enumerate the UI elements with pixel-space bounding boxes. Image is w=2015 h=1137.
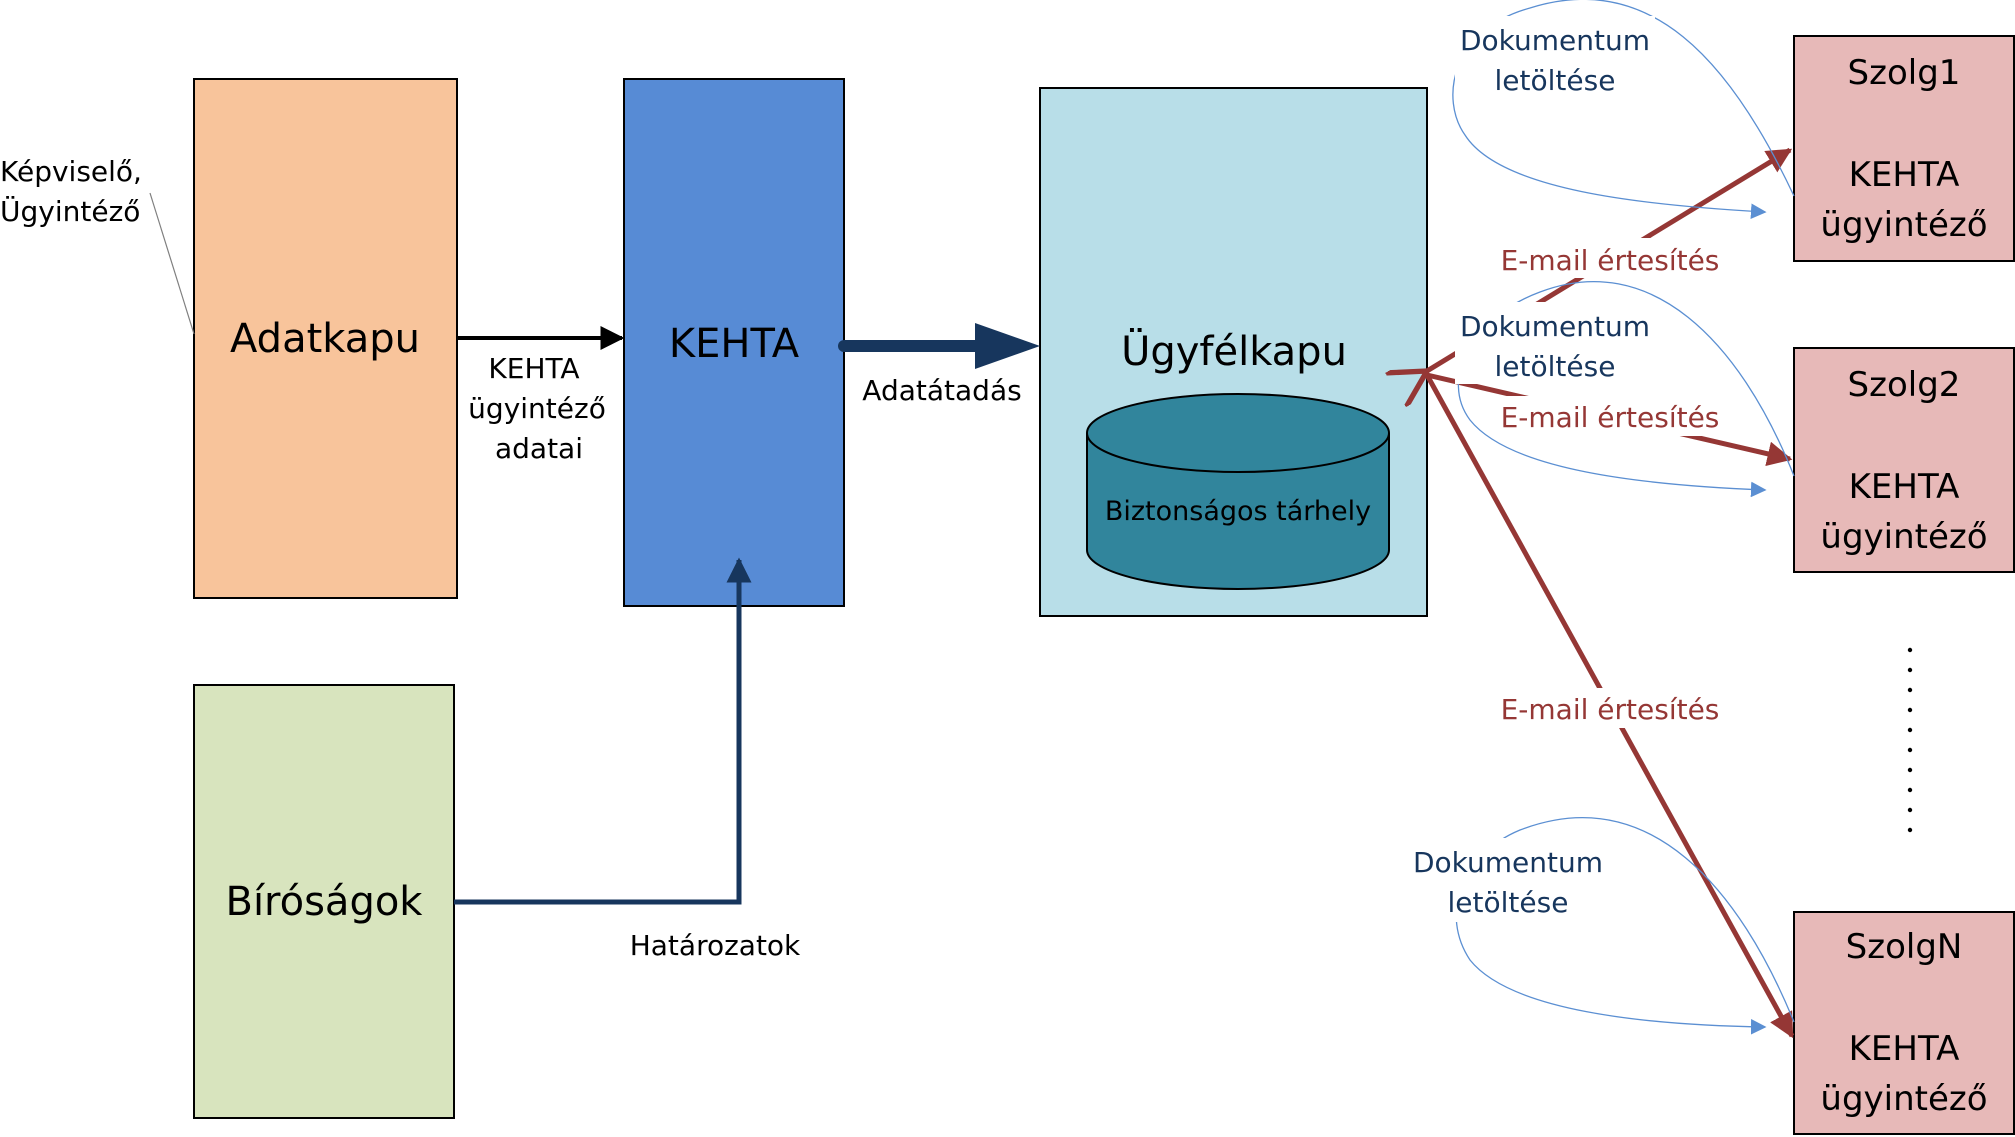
service-role: KEHTA [1849, 155, 1960, 195]
email-label: E-mail értesítés [1501, 401, 1720, 434]
download-label-2: Dokumentum letöltése [1455, 302, 1655, 384]
more-services-ellipsis [1907, 647, 1913, 833]
download-label-n: Dokumentum letöltése [1410, 838, 1610, 922]
email-label: E-mail értesítés [1501, 244, 1720, 277]
service-box-n: SzolgN KEHTA ügyintéző [1793, 911, 2015, 1135]
download-label-line: letöltése [1495, 350, 1616, 383]
service-role: ügyintéző [1820, 1079, 1987, 1119]
representative-annotation: Képviselő, Ügyintéző [0, 155, 195, 335]
birosagok-box: Bíróságok [193, 684, 455, 1119]
email-label-1: E-mail értesítés [1498, 238, 1722, 278]
service-role: ügyintéző [1820, 205, 1987, 245]
download-label-1: Dokumentum letöltése [1455, 16, 1655, 100]
secure-storage-label: Biztonságos tárhely [1105, 496, 1371, 527]
service-role: KEHTA [1849, 467, 1960, 507]
download-label-line: Dokumentum [1460, 24, 1650, 57]
secure-storage-cylinder: Biztonságos tárhely [1086, 393, 1390, 590]
adatatadas-label: Adatátadás [862, 374, 1021, 407]
ugyfelkapu-box: Ügyfélkapu Biztonságos tárhely [1039, 87, 1428, 617]
annotation-callout-line [149, 192, 195, 335]
adatkapu-box: Adatkapu [193, 78, 458, 599]
edge-label-line: KEHTA [488, 352, 579, 385]
service-name: SzolgN [1846, 927, 1963, 967]
annotation-line: Ügyintéző [0, 194, 140, 228]
kehta-to-ugyfelkapu-arrow [838, 323, 1040, 369]
edge-label-line: ügyintéző [468, 392, 606, 425]
service-role: ügyintéző [1820, 517, 1987, 557]
email-label: E-mail értesítés [1501, 693, 1720, 726]
kehta-label: KEHTA [669, 321, 800, 367]
kehta-data-label: KEHTA ügyintéző adatai [468, 352, 606, 465]
service-box-1: Szolg1 KEHTA ügyintéző [1793, 35, 2015, 262]
kehta-box: KEHTA [623, 78, 845, 607]
download-label-line: Dokumentum [1413, 846, 1603, 879]
download-label-line: letöltése [1448, 886, 1569, 919]
email-label-2: E-mail értesítés [1498, 396, 1722, 436]
birosagok-label: Bíróságok [226, 879, 424, 925]
edge-label-line: adatai [495, 432, 583, 465]
hatarozatok-label: Határozatok [630, 929, 801, 962]
ugyfelkapu-label: Ügyfélkapu [1121, 327, 1347, 375]
service-role: KEHTA [1849, 1029, 1960, 1069]
download-label-line: letöltése [1495, 64, 1616, 97]
email-label-n: E-mail értesítés [1498, 688, 1722, 728]
adatkapu-label: Adatkapu [230, 316, 420, 362]
birosagok-to-kehta-arrow [454, 557, 752, 905]
service-box-2: Szolg2 KEHTA ügyintéző [1793, 347, 2015, 573]
service-name: Szolg2 [1848, 365, 1961, 405]
annotation-line: Képviselő, [0, 155, 142, 188]
service-name: Szolg1 [1848, 53, 1961, 93]
download-label-line: Dokumentum [1460, 310, 1650, 343]
